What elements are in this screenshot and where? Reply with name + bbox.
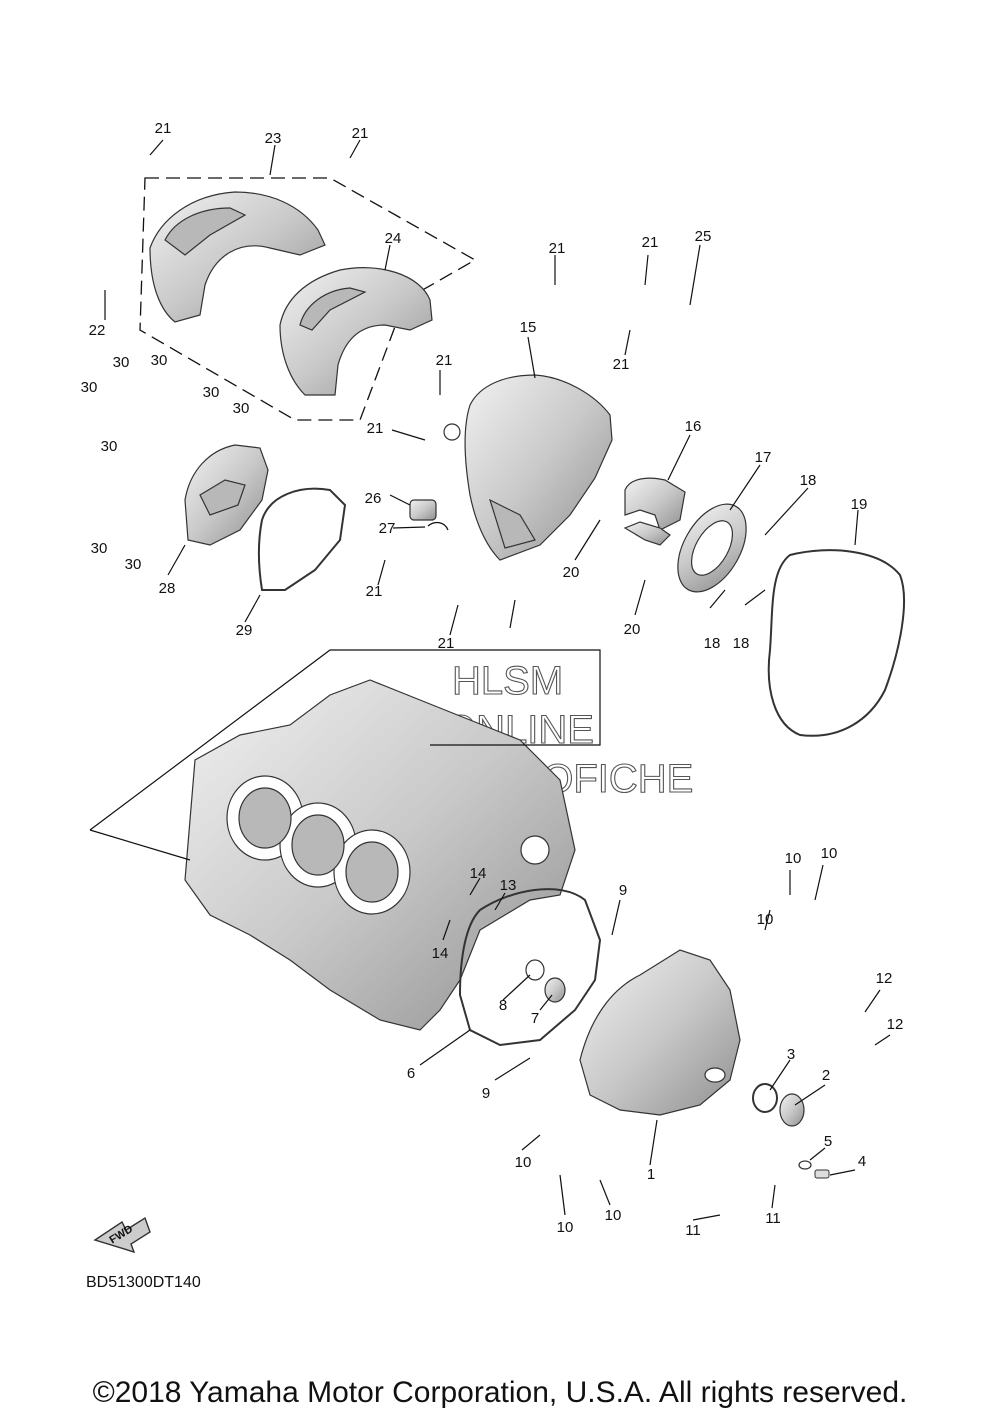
callout-7: 7 <box>531 1010 539 1027</box>
callout-26: 26 <box>365 490 382 507</box>
part-19-gasket <box>767 549 906 737</box>
callout-10: 10 <box>557 1219 574 1236</box>
callout-21: 21 <box>352 125 369 142</box>
callout-2: 2 <box>822 1067 830 1084</box>
part-1-generator-cover <box>579 949 741 1116</box>
callout-29: 29 <box>236 622 253 639</box>
callout-11: 11 <box>685 1222 701 1239</box>
part-28-cover <box>184 444 269 546</box>
callout-21: 21 <box>367 420 384 437</box>
callout-10: 10 <box>605 1207 622 1224</box>
callout-21: 21 <box>438 635 455 652</box>
callout-30: 30 <box>125 556 142 573</box>
part-29-gasket <box>258 487 347 591</box>
part-6-gasket <box>458 888 602 1047</box>
callout-1: 1 <box>647 1166 655 1183</box>
copyright-notice: ©2018 Yamaha Motor Corporation, U.S.A. A… <box>92 1376 908 1409</box>
callout-22: 22 <box>89 322 106 339</box>
part-8-o-ring <box>525 959 545 981</box>
callout-30: 30 <box>233 400 250 417</box>
part-5-washer <box>798 1160 812 1170</box>
part-15-crankcase-cover <box>443 374 613 561</box>
callout-21: 21 <box>642 234 659 251</box>
callout-14: 14 <box>432 945 449 962</box>
part-2-plug <box>779 1093 805 1127</box>
callout-20: 20 <box>624 621 641 638</box>
diagram-reference-code: BD51300DT140 <box>86 1274 201 1291</box>
callout-30: 30 <box>81 379 98 396</box>
callout-15: 15 <box>520 319 537 336</box>
callout-19: 19 <box>851 496 868 513</box>
callout-12: 12 <box>876 970 893 987</box>
part-16-damper <box>623 477 686 546</box>
callout-3: 3 <box>787 1046 795 1063</box>
callout-21: 21 <box>366 583 383 600</box>
watermark-line-1: HLSM <box>452 659 563 703</box>
callout-13: 13 <box>500 877 517 894</box>
part-17-plate <box>677 503 747 593</box>
callout-18: 18 <box>733 635 750 652</box>
leader-lines <box>89 139 891 1221</box>
callout-23: 23 <box>265 130 282 147</box>
part-24-inner-cover <box>279 267 433 396</box>
callout-5: 5 <box>824 1133 832 1150</box>
callout-6: 6 <box>407 1065 415 1082</box>
callout-9: 9 <box>482 1085 490 1102</box>
callout-10: 10 <box>757 911 774 928</box>
callout-21: 21 <box>155 120 172 137</box>
callout-25: 25 <box>695 228 712 245</box>
callout-11: 11 <box>765 1210 781 1227</box>
callout-18: 18 <box>800 472 817 489</box>
callout-21: 21 <box>613 356 630 373</box>
callout-24: 24 <box>385 230 402 247</box>
callouts: 21 23 21 24 22 21 21 25 15 21 21 30 30 3… <box>81 120 904 1239</box>
callout-30: 30 <box>91 540 108 557</box>
callout-18: 18 <box>704 635 721 652</box>
part-3-o-ring <box>752 1083 778 1113</box>
part-26-sensor <box>409 499 437 521</box>
callout-4: 4 <box>858 1153 866 1170</box>
part-4-bolt <box>814 1169 830 1179</box>
callout-9: 9 <box>619 882 627 899</box>
callout-21: 21 <box>436 352 453 369</box>
callout-17: 17 <box>755 449 772 466</box>
callout-30: 30 <box>113 354 130 371</box>
fwd-arrow-icon: FWD <box>93 1216 151 1254</box>
callout-28: 28 <box>159 580 176 597</box>
callout-20: 20 <box>563 564 580 581</box>
crankcase <box>184 679 576 1031</box>
callout-30: 30 <box>203 384 220 401</box>
part-27-o-ring <box>427 521 449 531</box>
callout-21: 21 <box>549 240 566 257</box>
callout-8: 8 <box>499 997 507 1014</box>
callout-10: 10 <box>515 1154 532 1171</box>
part-7-seal <box>544 977 566 1003</box>
callout-10: 10 <box>821 845 838 862</box>
callout-14: 14 <box>470 865 487 882</box>
callout-12: 12 <box>887 1016 904 1033</box>
cover-group-outline <box>139 177 477 421</box>
part-23-outer-cover <box>149 191 326 323</box>
callout-30: 30 <box>101 438 118 455</box>
callout-16: 16 <box>685 418 702 435</box>
callout-27: 27 <box>379 520 396 537</box>
callout-30: 30 <box>151 352 168 369</box>
callout-10: 10 <box>785 850 802 867</box>
